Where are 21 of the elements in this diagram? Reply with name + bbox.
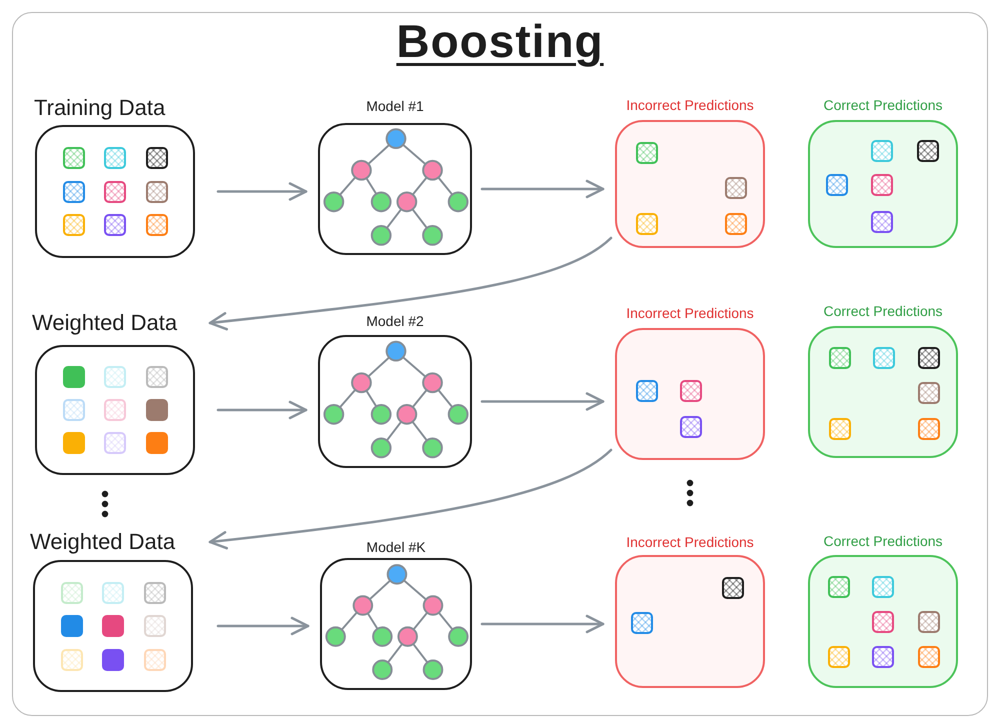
arrow [208,448,612,550]
box-heading: Model #1 [365,97,425,116]
title: Boosting [396,14,604,68]
box-heading: Correct Predictions [822,532,944,551]
box-heading: Model #2 [365,312,425,331]
arrow [216,182,308,201]
arrow [480,180,604,198]
box-heading: Model #K [365,538,427,557]
box-heading: Weighted Data [29,528,176,556]
box-heading: Incorrect Predictions [625,304,755,323]
box-heading: Weighted Data [31,309,178,337]
box-heading: Incorrect Predictions [625,533,755,552]
box-heading: Incorrect Predictions [625,96,755,115]
box-heading: Correct Predictions [822,96,944,115]
box-heading: Training Data [33,94,166,122]
arrow [480,614,604,634]
arrow [216,400,308,420]
box-heading: Correct Predictions [822,302,944,321]
arrow [216,616,310,636]
arrow [208,236,612,330]
arrow [480,392,604,411]
